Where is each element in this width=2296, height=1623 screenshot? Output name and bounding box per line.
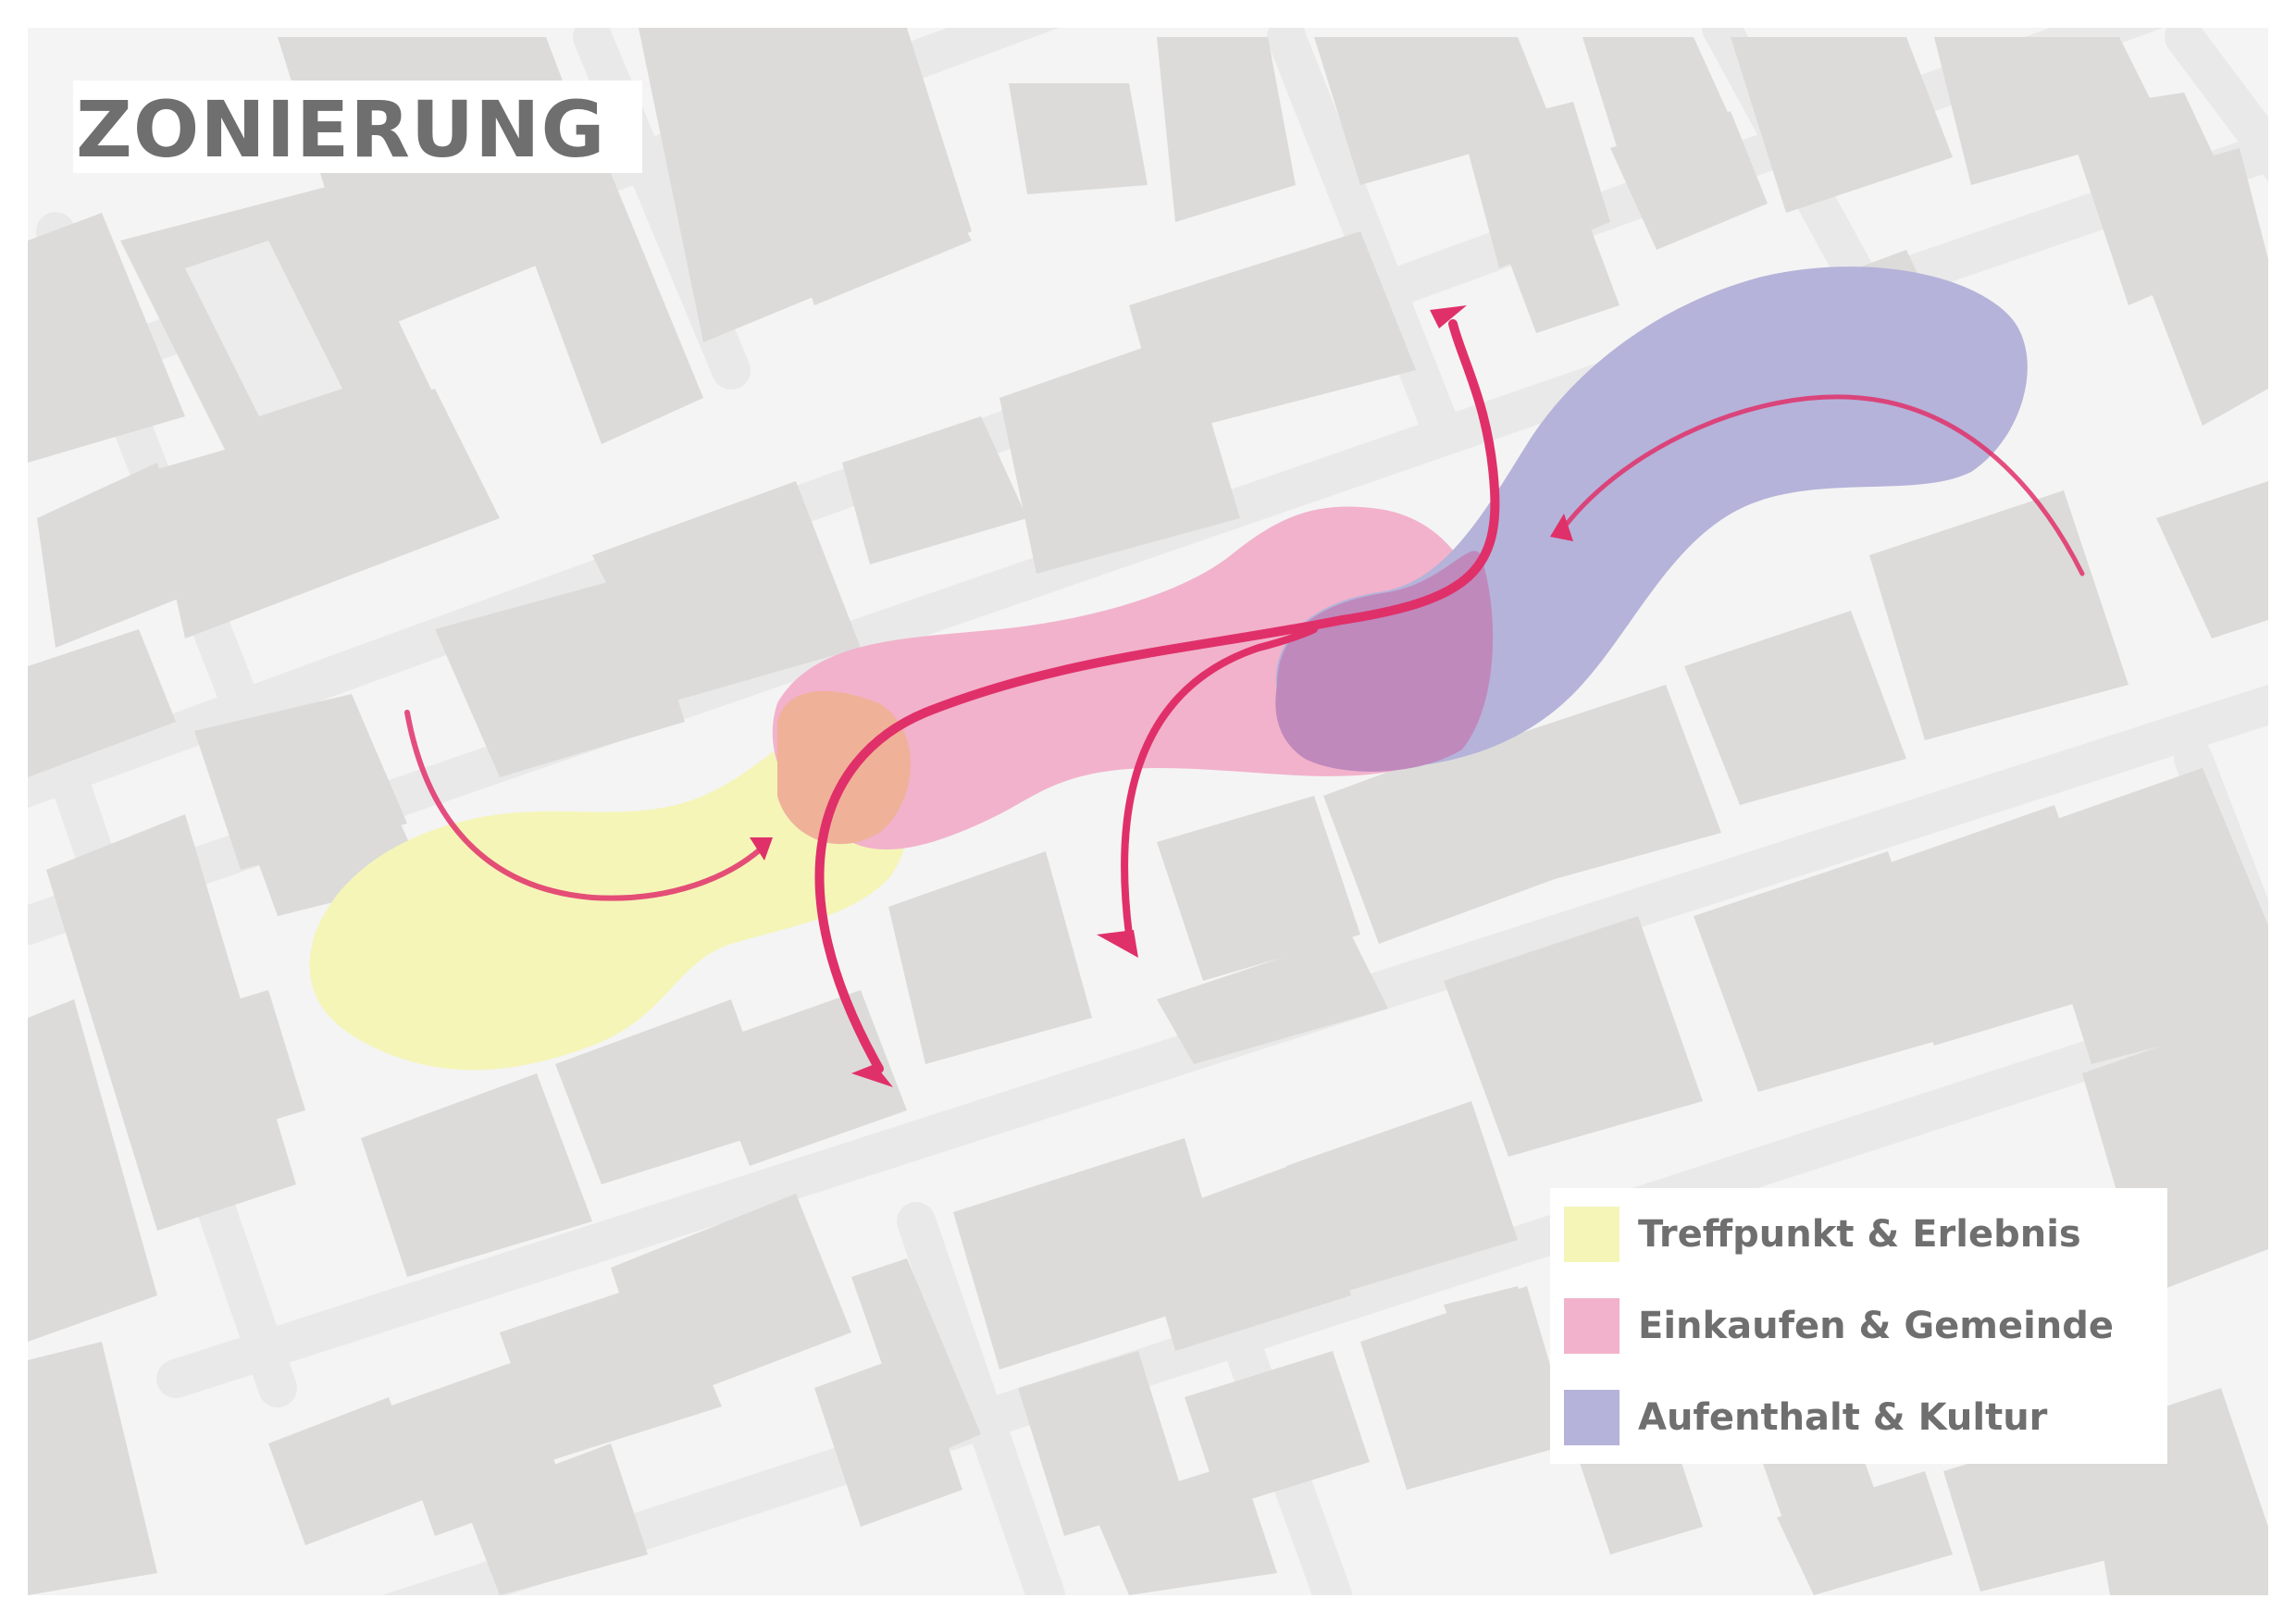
arrowhead-icon [1430,305,1467,328]
arrow-flow-pink [1121,626,1318,938]
building [1286,1101,1518,1295]
building [814,1351,962,1527]
building [37,463,194,648]
legend-label: Einkaufen & Gemeinde [1638,1305,2115,1347]
building [1185,1351,1370,1508]
building [361,1073,592,1277]
zone-treffpunkt [309,703,914,1071]
building [2017,768,2268,1064]
building [1157,37,1296,222]
building [28,999,157,1342]
building [1934,37,2166,185]
building [268,1397,426,1545]
legend-swatch [1564,1298,1620,1354]
building [1360,1286,1573,1490]
legend-label: Aufenthalt & Kultur [1638,1396,2048,1439]
building [953,1138,1231,1369]
building [768,120,972,305]
building [463,1443,648,1595]
title-background [73,81,642,173]
building [611,1194,851,1406]
arrow-flow-yellow [404,710,771,901]
building [148,389,500,638]
arrowhead-icon [1550,514,1573,541]
building [1610,111,1768,250]
building [1777,1471,1953,1595]
arrowhead-icon [1097,930,1138,958]
building [435,574,685,777]
zone-overlap-yellow-pink [777,690,911,845]
building [1018,1351,1185,1536]
building [1499,685,1721,879]
building [28,1342,157,1595]
building [842,416,1027,564]
legend-swatch [1564,1390,1620,1445]
street-cross-4 [1267,28,1463,454]
arrowhead-icon [851,1064,893,1087]
arrow-heads [750,305,1573,1087]
building [888,851,1092,1064]
building [1157,935,1388,1064]
building [1129,231,1416,435]
building [1009,83,1148,194]
legend-swatch [1564,1207,1620,1262]
building [1314,37,1555,185]
building [1731,37,1953,213]
zone-einkaufen [772,506,1492,850]
building [481,83,703,444]
legend-item-treffpunkt: Treffpunkt & Erlebnis [1564,1207,2081,1262]
arrowhead-icon [750,837,773,861]
legend: Treffpunkt & Erlebnis Einkaufen & Gemein… [1550,1188,2167,1464]
building [28,213,185,463]
street-cross-8 [897,1202,1065,1595]
building [176,990,305,1138]
zone-overlap-pink-purple [1275,551,1494,772]
arrow-flow-purple [1561,394,2085,576]
building [1157,796,1360,981]
building [2156,481,2268,638]
building [2110,148,2268,426]
legend-label: Treffpunkt & Erlebnis [1638,1213,2081,1256]
building [1943,1425,2128,1592]
building [1444,916,1703,1157]
building [28,629,176,777]
street-far-south [381,981,2268,1595]
building [1481,157,1620,333]
building [1138,1157,1351,1351]
legend-item-einkaufen: Einkaufen & Gemeinde [1564,1298,2114,1354]
building [1684,611,1906,805]
arrow-flow-main [814,319,1500,1073]
building [1869,490,2128,740]
flow-arrows [404,319,2085,1073]
legend-item-aufenthalt: Aufenthalt & Kultur [1564,1390,2047,1445]
map-title: ZONIERUNG [76,84,606,175]
street-cross-6 [2165,28,2268,182]
building [1323,731,1555,944]
courtyard [185,241,342,416]
